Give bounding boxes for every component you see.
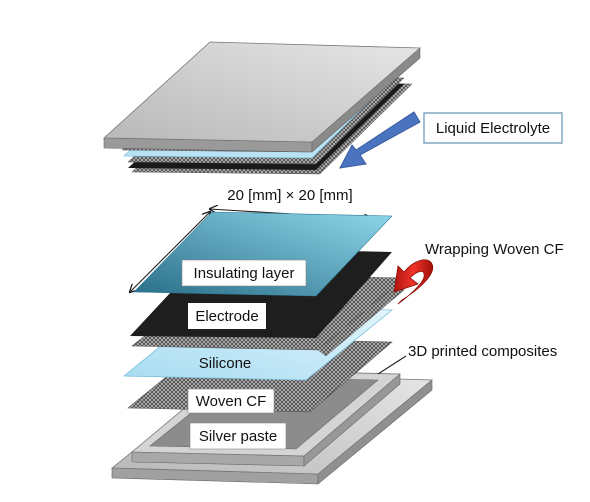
assembled-cell [102, 41, 422, 175]
wrapping-woven-cf-label: Wrapping Woven CF [425, 241, 564, 258]
wrapping-red-arrow [393, 259, 434, 305]
liquid-electrolyte-label: Liquid Electrolyte [436, 120, 550, 137]
red-arrow-body [393, 259, 434, 305]
woven-cf-label: Woven CF [196, 393, 267, 410]
dimension-label: 20 [mm] × 20 [mm] [227, 187, 352, 204]
blue-arrow [339, 111, 421, 169]
liquid-electrolyte-box [423, 112, 563, 144]
electrode-label-box [188, 303, 266, 329]
top-plate-surface [102, 41, 422, 143]
insulating-layer: Insulating layer [133, 211, 393, 297]
insulating-label: Insulating layer [194, 265, 295, 282]
electrode-label: Electrode [195, 308, 258, 325]
dimension-arrow-left [130, 212, 210, 292]
silver-paste-label: Silver paste [199, 428, 277, 445]
silver-paste-label-box [189, 422, 287, 450]
silicone-label: Silicone [199, 355, 252, 372]
liquid-electrolyte-callout: Liquid Electrolyte [339, 111, 563, 169]
insulating-label-box [181, 259, 307, 287]
printed-composites-label: 3D printed composites [408, 343, 557, 360]
printed-composites-leader [377, 355, 407, 375]
wrapping-woven-edge [317, 277, 405, 357]
woven-cf-label-box [187, 388, 275, 414]
